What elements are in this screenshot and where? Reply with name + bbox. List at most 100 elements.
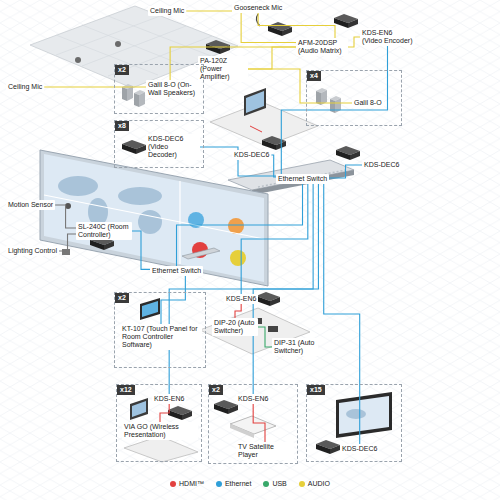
- audio-cable: [248, 47, 296, 69]
- control-cable: [55, 205, 76, 228]
- player-label: TV Satellite Player: [236, 442, 294, 460]
- encoder-label: KDS-EN6 (Video Encoder): [360, 28, 415, 46]
- ethernet-cable: [200, 147, 276, 176]
- device-name: AFM-20DSP (Audio Matrix): [298, 39, 346, 55]
- speaker-icon: [316, 88, 327, 105]
- amplifier-label: PA-120Z (Power Amplifier): [198, 56, 248, 82]
- device-name: KDS-DEC6: [342, 445, 377, 453]
- mic-label: Ceiling Mic: [148, 6, 186, 16]
- device-name: DIP-20 (Auto Switcher): [214, 319, 256, 335]
- ethernet-cable: [253, 184, 318, 394]
- device-group: x12KDS-EN6VIA GO (Wireless Presentation): [116, 384, 202, 462]
- device-name: VIA GO (Wireless Presentation): [124, 423, 196, 439]
- speaker-cable: [248, 69, 352, 103]
- quantity-tag: x15: [307, 385, 325, 395]
- decoder-label: KDS-DEC6: [362, 160, 401, 170]
- device-name: KDS-EN6 (Video Encoder): [362, 29, 413, 45]
- quantity-tag: x12: [117, 385, 135, 395]
- device-name: Gooseneck Mic: [234, 4, 282, 12]
- device-name: Lighting Control: [8, 247, 57, 255]
- quantity-tag: x2: [209, 385, 223, 395]
- device-group: x2KT-107 (Touch Panel for Room Controlle…: [114, 292, 206, 368]
- legend-text: Ethernet: [225, 480, 251, 487]
- decoder-icon: [122, 140, 146, 154]
- touch-panel: [140, 298, 160, 320]
- quantity-tag: x4: [307, 71, 321, 81]
- encoder-icon: [214, 400, 238, 414]
- meeting-desk: [210, 88, 318, 146]
- encoder-icon: [334, 14, 358, 28]
- legend-swatch: [216, 481, 222, 487]
- quantity-tag: x2: [115, 65, 129, 75]
- device-name: KDS-DEC6: [234, 151, 269, 159]
- switch-label: Ethernet Switch: [276, 174, 329, 184]
- device-group: x2KDS-EN6 TV Satellite Player: [208, 384, 298, 464]
- legend-swatch: [299, 481, 305, 487]
- device-name: SL-240C (Room Controller): [78, 223, 130, 239]
- ethernet-cable: [177, 184, 303, 266]
- encoder-label: KDS-EN6: [152, 394, 186, 404]
- audio-matrix-icon: [268, 22, 292, 36]
- device-name: PA-120Z (Power Amplifier): [200, 57, 246, 81]
- encoder-label: KDS-EN6: [224, 294, 258, 304]
- hdmi-cable: [160, 404, 169, 422]
- device-name: KT-107 (Touch Panel for Room Controller …: [122, 325, 200, 349]
- device-name: KDS-DEC6 (Video Decoder): [148, 135, 198, 159]
- quantity-tag: x8: [115, 121, 129, 131]
- presenter-label: VIA GO (Wireless Presentation): [122, 422, 198, 440]
- legend-swatch: [263, 481, 269, 487]
- ethernet-cable: [132, 231, 150, 269]
- device-name: DIP-31 (Auto Switcher): [274, 339, 316, 355]
- video-wall: [40, 150, 268, 286]
- legend-text: AUDIO: [308, 480, 330, 487]
- legend-item: Ethernet: [216, 480, 251, 487]
- legend-text: USB: [272, 480, 286, 487]
- device-name: Ceiling Mic: [8, 83, 42, 91]
- legend-item: HDMI™: [170, 480, 204, 487]
- control-cable: [59, 234, 76, 251]
- encoder-label: KDS-EN6: [236, 394, 270, 404]
- device-name: KDS-EN6: [238, 395, 268, 403]
- device-name: Motion Sensor: [8, 201, 53, 209]
- ethernet-switch: [182, 248, 220, 259]
- audio-cable: [348, 37, 360, 47]
- ethernet-cable: [281, 46, 387, 174]
- ethernet-cable: [329, 165, 362, 178]
- speaker-label: Galil 8-O: [352, 98, 384, 108]
- mic-label: Ceiling Mic: [6, 82, 44, 92]
- decoder-icon: [262, 136, 286, 150]
- legend: HDMI™ Ethernet USB AUDIO: [0, 480, 500, 487]
- legend-item: AUDIO: [299, 480, 330, 487]
- device-name: Ceiling Mic: [150, 7, 184, 15]
- lighting-label: Lighting Control: [6, 246, 59, 256]
- sensor-label: Motion Sensor: [6, 200, 55, 210]
- decoder-icon: [336, 146, 360, 160]
- mic-label: Gooseneck Mic: [232, 3, 284, 13]
- device-name: Galil 8-O (On-Wall Speakers): [148, 81, 198, 97]
- device-name: Ethernet Switch: [278, 175, 327, 183]
- usb-cable: [258, 327, 272, 347]
- device-group: x15KDS-DEC6: [306, 384, 402, 462]
- switcher-label: DIP-20 (Auto Switcher): [212, 318, 258, 336]
- display: [336, 392, 392, 438]
- controller-label: SL-240C (Room Controller): [76, 222, 132, 240]
- decoder-label: KDS-DEC6: [232, 150, 271, 160]
- audio-cable: [258, 13, 335, 38]
- quantity-tag: x2: [115, 293, 129, 303]
- legend-item: USB: [263, 480, 286, 487]
- decoder-label: KDS-DEC6 (Video Decoder): [146, 134, 200, 160]
- switcher-label: DIP-31 (Auto Switcher): [272, 338, 318, 356]
- legend-swatch: [170, 481, 176, 487]
- encoder-icon: [168, 406, 192, 420]
- switch-label: Ethernet Switch: [150, 266, 203, 276]
- device-name: TV Satellite Player: [238, 443, 292, 459]
- lighting-icon: [62, 249, 70, 255]
- device-group: x8KDS-DEC6 (Video Decoder): [114, 120, 204, 168]
- device-name: KDS-EN6: [154, 395, 184, 403]
- encoder-icon: [256, 292, 280, 306]
- device-group: x4Galil 8-O: [306, 70, 402, 126]
